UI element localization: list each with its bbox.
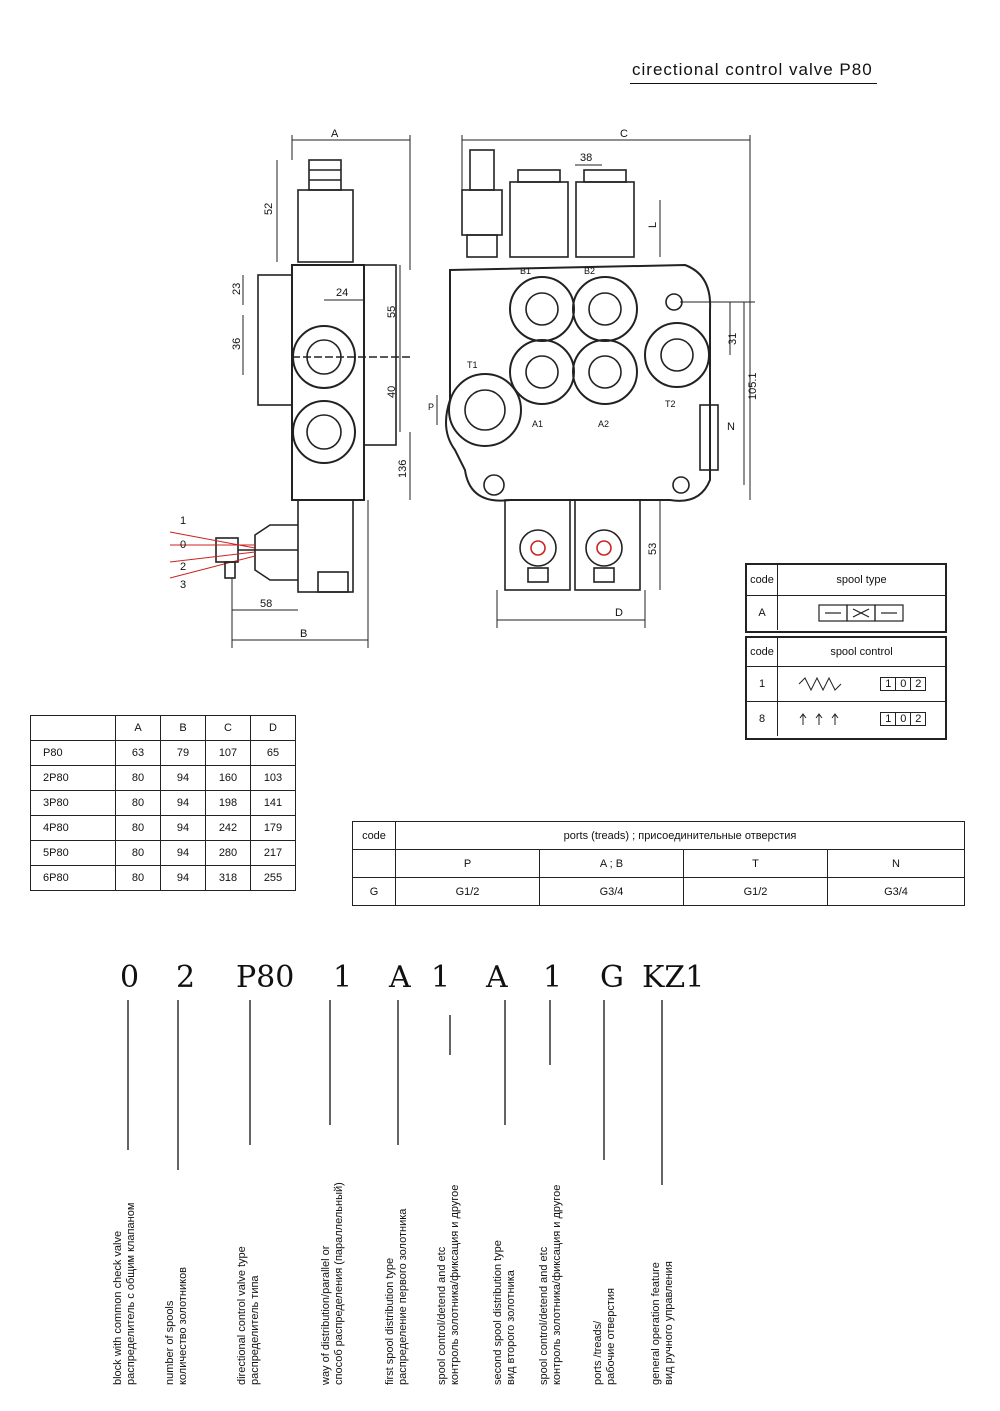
port-b1: B1	[520, 266, 531, 276]
callout-2: 2	[180, 561, 186, 573]
spool-type-title: spool type	[836, 574, 887, 586]
dim-label-53: 53	[647, 543, 659, 555]
dim-label-136: 136	[397, 460, 409, 478]
spool-control-code-header: code	[747, 638, 778, 666]
table-row: G G1/2 G3/4 G1/2 G3/4	[352, 877, 965, 906]
spool-type-code: A	[747, 596, 778, 630]
valve-technical-drawing: A 52 23 36 24 55 40 136 58 B 1 0 2 3	[169, 128, 759, 648]
dim-label-40: 40	[386, 386, 398, 398]
ports-table: code ports (treads) ; присоединительные …	[352, 821, 965, 906]
spool-control-title: spool control	[830, 646, 893, 658]
port-b2: B2	[584, 266, 595, 276]
order-label-ports: ports /treads/рабочие отверстия	[592, 1288, 617, 1385]
spool-type-table: code spool type A	[745, 563, 947, 633]
order-code-block: 0	[120, 960, 140, 995]
order-code-first-control: 1	[431, 960, 451, 995]
port-t1: T1	[467, 360, 478, 370]
detent-symbol-icon	[799, 713, 839, 725]
dim-label-d: D	[615, 607, 623, 619]
dim-label-52: 52	[263, 203, 275, 215]
dim-label-23: 23	[231, 283, 243, 295]
dim-label-36: 36	[231, 338, 243, 350]
order-code-distribution: 1	[333, 960, 353, 995]
spool-control-code-1: 1	[747, 667, 778, 701]
port-p: P	[428, 402, 434, 412]
dim-label-l: L	[647, 222, 659, 228]
dim-label-58: 58	[260, 598, 272, 610]
order-code-ports: G	[600, 960, 624, 995]
order-code-first-spool: A	[389, 960, 411, 995]
spool-control-table: code spool control 1 1 0 2 8 1 0 2	[745, 636, 947, 740]
callout-0: 0	[180, 539, 186, 551]
dim-label-38: 38	[580, 152, 592, 164]
front-view: C 38 L 31 105.1 N 53 D B1 B2 T1 P A1 A2 …	[428, 128, 759, 628]
spool-control-code-8: 8	[747, 702, 778, 736]
spring-symbol-icon	[798, 676, 842, 692]
order-code-leader-lines	[127, 1000, 663, 1185]
dim-label-c: C	[620, 128, 628, 140]
order-code-spools: 2	[176, 960, 196, 995]
port-a2: A2	[598, 419, 609, 429]
dim-label-1051: 105.1	[747, 372, 759, 400]
spool-positions-8: 1 0 2	[880, 712, 927, 726]
table-row: P A ; B T N	[352, 849, 965, 878]
table-row: code ports (treads) ; присоединительные …	[352, 821, 965, 850]
order-code-second-control: 1	[543, 960, 563, 995]
dim-label-n: N	[727, 421, 735, 433]
dim-label-24: 24	[336, 287, 348, 299]
dim-label-31: 31	[727, 333, 739, 345]
spool-positions-1: 1 0 2	[880, 677, 927, 691]
port-t2: T2	[665, 399, 676, 409]
callout-3: 3	[180, 579, 186, 591]
callout-1: 1	[180, 515, 186, 527]
dim-label-b: B	[300, 628, 307, 640]
table-row: A B C D	[30, 715, 296, 741]
side-view: A 52 23 36 24 55 40 136 58 B 1 0 2 3	[169, 128, 411, 648]
dim-label-a: A	[331, 128, 339, 140]
spool-type-symbol	[778, 596, 945, 630]
order-code-type: P80	[236, 960, 295, 995]
port-a1: A1	[532, 419, 543, 429]
drawing-title: cirectional control valve P80	[630, 60, 877, 84]
order-code-second-spool: A	[486, 960, 508, 995]
dim-label-55: 55	[386, 306, 398, 318]
order-code-operation: KZ1	[642, 960, 705, 995]
spool-type-code-header: code	[747, 565, 778, 595]
